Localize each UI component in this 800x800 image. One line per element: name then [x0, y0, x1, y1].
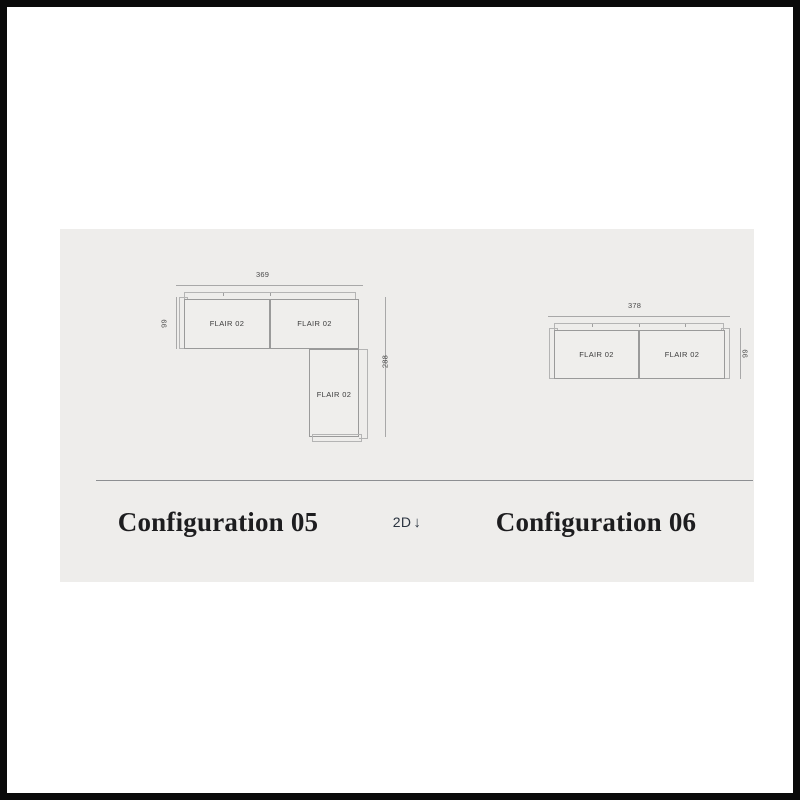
dim-label-width-369: 369: [256, 270, 270, 279]
module-label: FLAIR 02: [297, 319, 332, 328]
dim-line-width-378: [548, 316, 730, 317]
module-label: FLAIR 02: [664, 350, 700, 359]
module-flair-02-right[interactable]: FLAIR 02: [270, 299, 359, 349]
configuration-06-drawing: 378 99 FLAIR 02 FLAIR 02: [440, 229, 754, 459]
module-label: FLAIR 02: [579, 350, 614, 359]
dim-line-depth-288: [385, 297, 386, 437]
dim-label-depth-288: 288: [380, 354, 390, 369]
module-flair-02-left[interactable]: FLAIR 02: [554, 330, 639, 379]
dim-label-width-378: 378: [628, 301, 642, 310]
configuration-05-drawing: 369 99 288 FLAIR 02 FLAIR 02: [60, 229, 410, 459]
backrest-tick-3: [685, 324, 686, 327]
drawing-canvas-panel: 369 99 288 FLAIR 02 FLAIR 02: [60, 229, 754, 582]
backrest-top-run: [184, 292, 356, 301]
view-mode-label: 2D: [392, 513, 412, 530]
module-flair-02-chaise[interactable]: FLAIR 02: [309, 349, 359, 437]
module-label: FLAIR 02: [316, 390, 352, 399]
configuration-06-title: Configuration 06: [495, 506, 697, 537]
backrest-tick-1: [223, 293, 224, 296]
dim-line-depth-99: [176, 297, 177, 349]
section-divider: [96, 480, 753, 481]
module-flair-02-right[interactable]: FLAIR 02: [639, 330, 725, 379]
configuration-05-title: Configuration 05: [117, 506, 319, 537]
view-mode-2d-toggle[interactable]: 2D↓: [368, 514, 446, 531]
backrest-tick-2: [639, 324, 640, 327]
module-flair-02-left[interactable]: FLAIR 02: [184, 299, 270, 349]
dim-line-depth-99: [740, 328, 741, 379]
chaise-front-arm-panel: [312, 434, 362, 442]
module-label: FLAIR 02: [209, 319, 245, 328]
dim-label-depth-99: 99: [740, 349, 750, 358]
dim-line-width-369: [176, 285, 363, 286]
backrest-chaise: [359, 349, 368, 439]
dim-label-depth-99: 99: [159, 319, 169, 328]
backrest-top-run: [554, 323, 724, 332]
backrest-tick-2: [270, 293, 271, 296]
backrest-tick-1: [592, 324, 593, 327]
arrow-down-icon: ↓: [413, 513, 422, 531]
caption-row: Configuration 05 2D↓ Configuration 06: [60, 492, 754, 552]
